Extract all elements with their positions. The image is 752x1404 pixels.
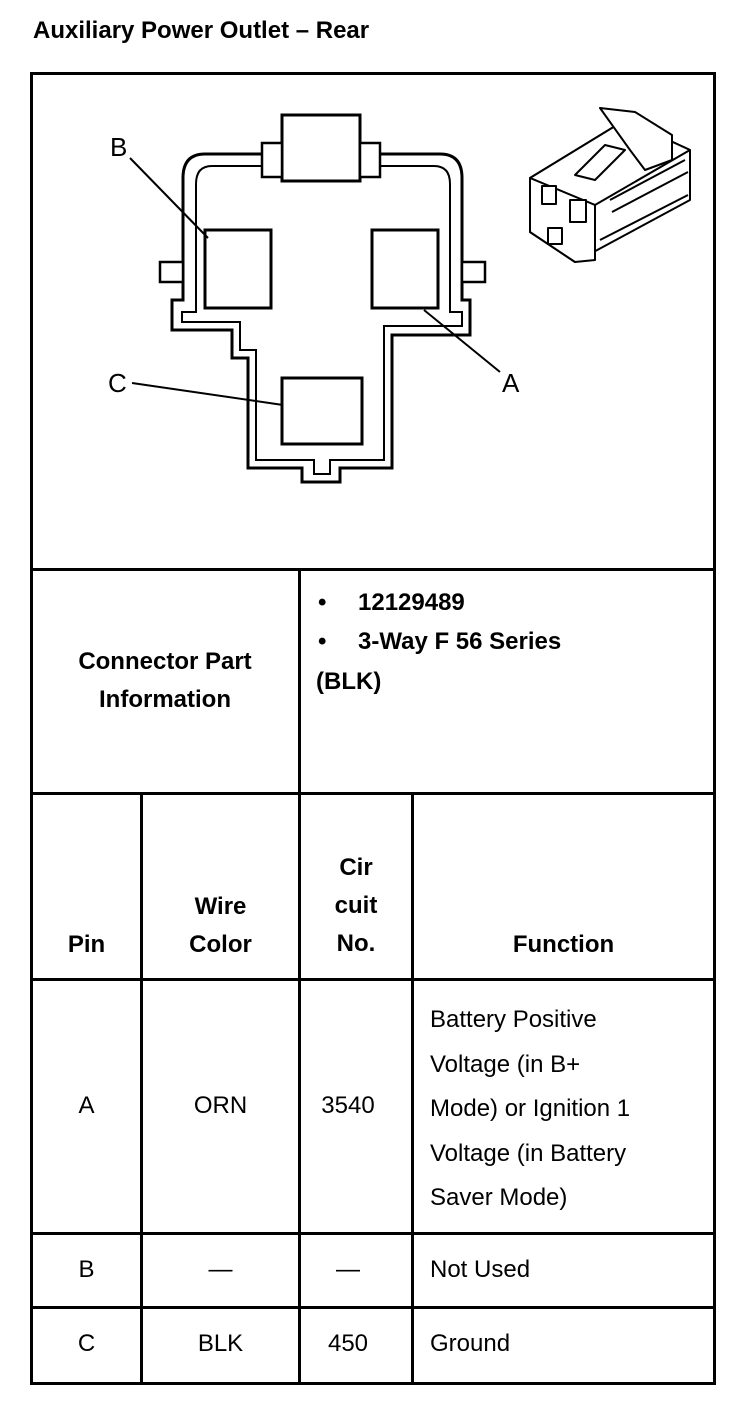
cell-function-c: Ground — [430, 1330, 511, 1357]
cavity-a — [370, 228, 440, 310]
leader-line-c — [131, 382, 284, 406]
cell-function-b: Not Used — [430, 1256, 531, 1283]
connector-description-line-2: (BLK) — [316, 668, 382, 695]
cell-circuit-b: — — [336, 1256, 360, 1283]
connector-info-label-line-1: Connector Part — [78, 648, 252, 675]
cell-function-a-line-4: Voltage (in Battery — [430, 1139, 627, 1167]
pin-label-c: C — [108, 368, 127, 398]
side-tab-right — [460, 260, 487, 284]
pin-label-b: B — [110, 132, 127, 162]
divider — [140, 792, 143, 1385]
connector-face-view — [129, 113, 501, 484]
latch-shoulder-left — [260, 141, 284, 179]
cell-wire-color-c: BLK — [197, 1330, 244, 1357]
header-wire-color: Wire Color — [143, 888, 298, 964]
divider — [30, 978, 716, 981]
cell-wire-color-a: ORN — [193, 1092, 248, 1119]
divider — [30, 72, 716, 75]
connector-iso-window-2 — [569, 199, 587, 223]
bullet-part-number: • — [318, 589, 327, 616]
divider — [713, 72, 716, 1385]
cell-pin-a: A — [78, 1092, 95, 1119]
header-circuit-line-2: cuit — [334, 892, 378, 919]
cell-function-a-line-1: Battery Positive — [430, 1006, 597, 1033]
cell-pin-c: C — [77, 1330, 96, 1357]
header-wire-color-line-1: Wire — [194, 893, 247, 920]
connector-iso-window-3 — [547, 227, 563, 245]
connector-description-line-1: 3-Way F 56 Series — [358, 628, 562, 655]
cell-circuit-a: 3540 — [321, 1092, 375, 1119]
connector-iso-latch — [574, 144, 626, 181]
divider — [30, 72, 33, 1385]
divider — [30, 1306, 716, 1309]
cell-pin-b: B — [78, 1256, 95, 1283]
header-circuit-number: Cir cuit No. — [301, 849, 411, 963]
cavity-c — [280, 376, 364, 446]
connector-iso-window-1 — [541, 185, 557, 205]
connector-iso-edge-1 — [609, 159, 686, 201]
pin-label-a: A — [502, 368, 520, 398]
cavity-b — [203, 228, 273, 310]
divider — [298, 568, 301, 1385]
connector-iso-edge-2 — [611, 171, 689, 213]
cell-circuit-c: 450 — [327, 1330, 369, 1357]
header-circuit-line-1: Cir — [339, 854, 373, 881]
cell-wire-color-b: — — [208, 1256, 233, 1283]
latch-top — [280, 113, 362, 183]
header-pin: Pin — [67, 931, 106, 958]
divider — [411, 792, 414, 1385]
connector-body-outline — [170, 152, 472, 484]
connector-info-label-line-2: Information — [99, 686, 231, 713]
part-number: 12129489 — [358, 589, 465, 616]
side-tab-left — [158, 260, 185, 284]
connector-body-inner — [181, 165, 463, 475]
cell-function-a-line-3: Mode) or Ignition 1 — [430, 1095, 631, 1122]
header-circuit-line-3: No. — [336, 930, 376, 957]
header-wire-color-line-2: Color — [189, 931, 252, 958]
divider — [30, 1382, 716, 1385]
header-function: Function — [512, 931, 615, 958]
latch-shoulder-right — [358, 141, 382, 179]
leader-line-b — [129, 157, 209, 239]
divider — [30, 792, 716, 795]
page-title: Auxiliary Power Outlet – Rear — [33, 17, 370, 44]
cell-function-a-line-5: Saver Mode) — [430, 1184, 568, 1211]
divider — [30, 568, 716, 571]
connector-isometric-image — [529, 107, 691, 263]
leader-line-a — [423, 309, 501, 373]
connector-info-label: Connector Part Information — [33, 643, 297, 719]
cell-function-a: Battery Positive Voltage (in B+ Mode) or… — [430, 998, 630, 1221]
cell-function-a-line-2: Voltage (in B+ — [430, 1050, 581, 1078]
connector-diagram: B A C — [108, 107, 691, 484]
divider — [30, 1232, 716, 1235]
connector-iso-ridge — [599, 107, 673, 171]
connector-iso-edge-3 — [599, 194, 689, 241]
bullet-description: • — [318, 628, 327, 655]
